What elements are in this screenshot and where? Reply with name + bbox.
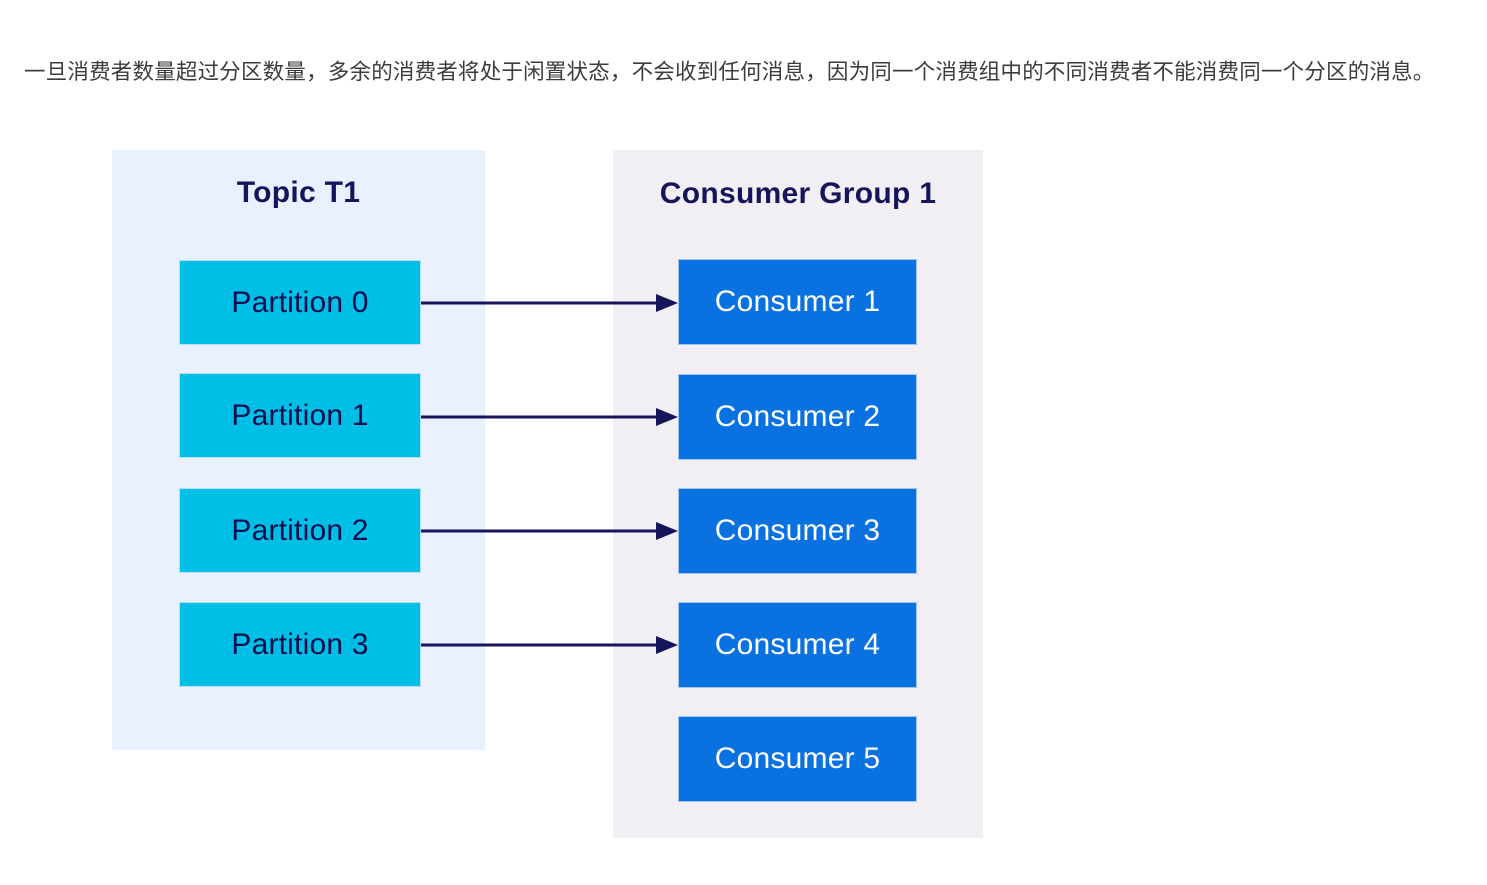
arrow-partition-3-to-consumer-4 bbox=[421, 635, 678, 655]
consumer-node-5-idle[interactable]: Consumer 5 bbox=[678, 716, 917, 802]
partition-node-2[interactable]: Partition 2 bbox=[179, 488, 421, 573]
consumer-node-1[interactable]: Consumer 1 bbox=[678, 259, 917, 345]
arrow-partition-1-to-consumer-2 bbox=[421, 407, 678, 427]
consumer-node-3[interactable]: Consumer 3 bbox=[678, 488, 917, 574]
consumer-node-4[interactable]: Consumer 4 bbox=[678, 602, 917, 688]
partition-node-0[interactable]: Partition 0 bbox=[179, 260, 421, 345]
partition-node-3[interactable]: Partition 3 bbox=[179, 602, 421, 687]
partition-node-1[interactable]: Partition 1 bbox=[179, 373, 421, 458]
topic-panel-title: Topic T1 bbox=[236, 176, 361, 209]
consumer-group-panel-title: Consumer Group 1 bbox=[659, 177, 937, 210]
arrow-partition-0-to-consumer-1 bbox=[421, 293, 678, 313]
intro-paragraph: 一旦消费者数量超过分区数量，多余的消费者将处于闲置状态，不会收到任何消息，因为同… bbox=[24, 59, 1435, 84]
consumer-node-2[interactable]: Consumer 2 bbox=[678, 374, 917, 460]
arrow-partition-2-to-consumer-3 bbox=[421, 521, 678, 541]
